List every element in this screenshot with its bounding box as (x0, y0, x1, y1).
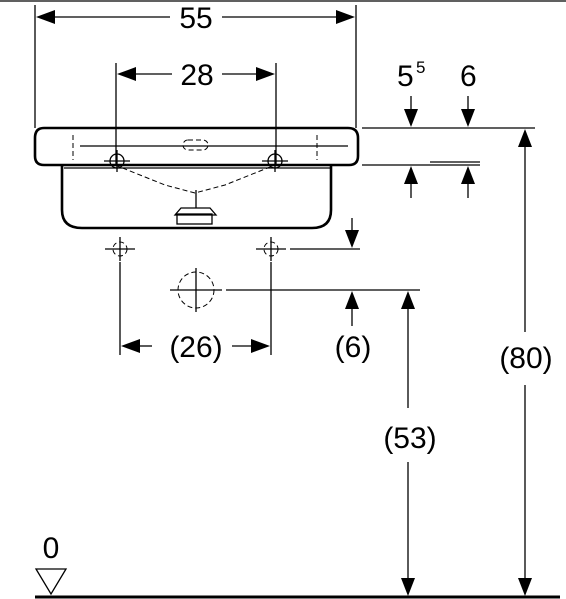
dim-total-height-label: (80) (499, 342, 552, 375)
tap-hole-left (104, 150, 130, 172)
dim-overall-width (34, 5, 357, 128)
dim-total-height (518, 129, 532, 596)
dim-overall-width-label: 55 (179, 2, 212, 35)
dim-tap-hole-spacing (115, 63, 277, 165)
dim-rim-arrows (362, 96, 535, 198)
waste-outlet-marker (170, 268, 222, 312)
dim-supply-level (290, 218, 360, 250)
dim-waste-offset-label: (6) (335, 331, 372, 364)
floor-level-label: 0 (43, 532, 60, 565)
tap-hole-right (262, 150, 288, 172)
basin-outline (33, 126, 360, 230)
dim-waste-height (401, 291, 415, 596)
dim-waste-offset (345, 291, 359, 326)
svg-text:5: 5 (397, 60, 414, 93)
floor-level-icon (34, 568, 68, 596)
svg-text:5: 5 (416, 58, 425, 77)
dim-rim-offset-label: 5 5 (397, 58, 425, 93)
dim-waste-spacing-label: (26) (169, 331, 222, 364)
dim-tap-hole-spacing-label: 28 (180, 59, 213, 92)
dim-rim-thickness-label: 6 (460, 60, 477, 93)
dim-waste-spacing (119, 262, 272, 355)
dim-waste-height-label: (53) (383, 422, 436, 455)
supply-marker-left (105, 237, 135, 261)
supply-marker-right (256, 237, 286, 261)
